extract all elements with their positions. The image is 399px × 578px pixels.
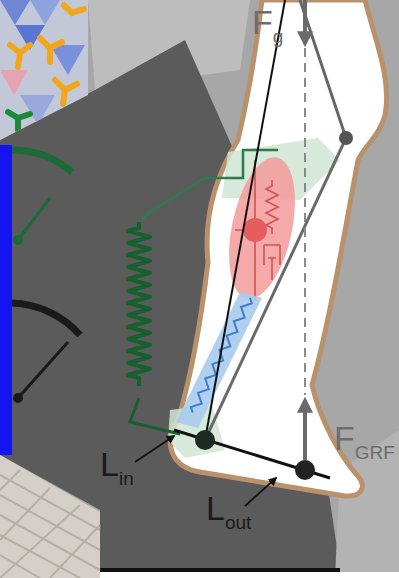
molecule-branch [10, 45, 30, 67]
molecule-tile [30, 0, 60, 25]
gauge-pivot [13, 235, 23, 245]
molecule-tile [50, 45, 85, 75]
force-line [304, 48, 306, 395]
lever-arm-label: Lout [206, 488, 251, 543]
fabric-texture [0, 470, 100, 578]
spring-frame [139, 150, 278, 222]
molecule-image [0, 0, 88, 140]
molecule-tile [0, 70, 28, 95]
molecule-branch [40, 38, 62, 62]
gauge-needle [18, 198, 50, 240]
tibia-line [205, 0, 285, 440]
gauge-needle [18, 342, 68, 398]
femur-line [300, 0, 346, 138]
fabric-image [0, 455, 100, 578]
toe-joint [295, 460, 315, 480]
leader-arrow [135, 436, 174, 462]
bottom-edge [100, 568, 340, 572]
blue-bar [0, 145, 12, 455]
gauge-arc [12, 150, 72, 172]
molecule-branch [64, 5, 84, 13]
muscle-node [243, 218, 267, 242]
grf-arrow [303, 400, 307, 460]
leader-arrow [245, 478, 276, 506]
muscle-belly [218, 151, 307, 304]
force-label: FGRF [334, 418, 395, 473]
molecule-tile [20, 95, 55, 125]
molecule-tile [0, 0, 30, 25]
gauge-arc [12, 303, 80, 335]
shank-line [205, 138, 346, 440]
lever-arm-label: Lin [100, 444, 134, 499]
muscle-spring-damper [235, 160, 280, 300]
ankle-joint [195, 430, 215, 450]
molecule-branch [8, 112, 30, 130]
knee-joint [339, 131, 353, 145]
molecule-branch [55, 80, 77, 104]
gravity-arrow [303, 0, 307, 44]
gauge-pivot [13, 393, 23, 403]
spring-frame [130, 398, 180, 434]
bottom-edge [100, 572, 399, 578]
molecule-background [0, 0, 88, 140]
exo-spring [128, 222, 150, 386]
force-label: Fg [252, 2, 283, 57]
